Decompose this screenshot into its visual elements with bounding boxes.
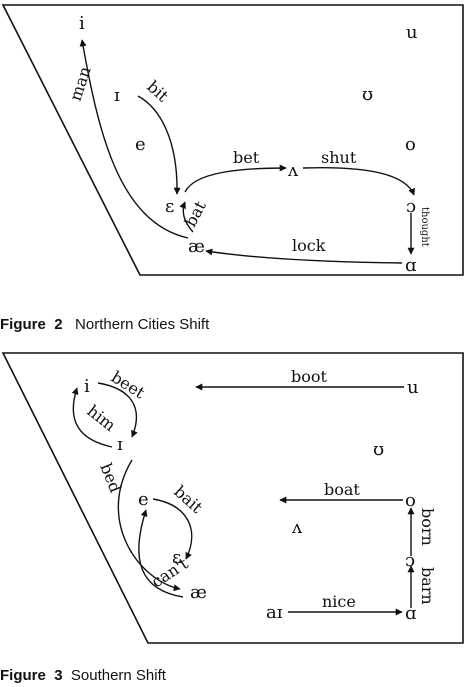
vowel-eh: ɛ (165, 196, 174, 217)
vowel-u: u (406, 22, 418, 43)
label-boat: boat (324, 480, 360, 499)
figure-3-number: 3 (54, 667, 63, 684)
figure-2-diagram: i u ɪ ʊ e o ɛ ʌ ɔ æ ɑ man bit bet shut b… (1, 4, 464, 276)
label-bit: bit (143, 77, 172, 106)
vowel-space-frame (1, 4, 464, 276)
vowel-o: o (405, 134, 416, 155)
vowel-open-o: ɔ (406, 196, 416, 217)
vowel-wedge: ʌ (291, 517, 303, 538)
label-thought: thought (419, 207, 430, 247)
vowel-uh: ʊ (362, 84, 373, 105)
figure-2-number: 2 (54, 316, 63, 333)
figure-3-diagram: i u ɪ ʊ e o ʌ ɛ ɔ æ aɪ ɑ beet him boot b… (1, 352, 464, 644)
vowel-space-frame (1, 352, 464, 644)
figure-3-title: Southern Shift (70, 667, 166, 684)
arrow-man (79, 39, 189, 239)
label-boot: boot (291, 367, 328, 386)
vowel-e: e (138, 489, 149, 510)
vowel-o: o (405, 490, 416, 511)
vowel-e: e (135, 134, 146, 155)
label-bet: bet (233, 148, 260, 167)
arrow-cant (138, 509, 184, 598)
arrow-bed (117, 459, 181, 592)
label-bed: bed (96, 460, 125, 495)
arrow-beet (97, 382, 138, 438)
vowel-ih: ɪ (114, 85, 120, 106)
vowel-ah: ɑ (405, 603, 417, 624)
figure-2-title: Northern Cities Shift (75, 316, 210, 333)
vowel-ae: æ (188, 236, 205, 257)
vowel-eh: ɛ (172, 547, 181, 568)
label-born: born (418, 508, 437, 546)
figure-2-label: Figure (0, 316, 46, 333)
vowel-i: i (84, 376, 90, 397)
figure-3-label: Figure (0, 667, 46, 684)
label-nice: nice (322, 592, 356, 611)
arrow-shut (302, 166, 415, 196)
vowel-open-o: ɔ (405, 550, 415, 571)
label-barn: barn (418, 567, 437, 605)
vowel-ih: ɪ (117, 434, 123, 455)
label-bait: bait (170, 482, 206, 517)
vowel-ah: ɑ (405, 255, 417, 276)
vowel-uh: ʊ (373, 439, 384, 460)
vowel-i: i (79, 13, 85, 34)
vowel-ae: æ (190, 582, 207, 603)
arrow-bat (179, 201, 194, 233)
label-lock: lock (292, 236, 326, 255)
arrow-lock (205, 248, 403, 264)
figure-2-caption: Figure 2 Northern Cities Shift (0, 316, 209, 333)
arrow-him (71, 387, 113, 448)
vowel-wedge: ʌ (287, 160, 299, 181)
figure-3-caption: Figure 3 Southern Shift (0, 667, 166, 684)
arrow-bait (152, 498, 193, 560)
arrow-bit (137, 95, 181, 195)
arrow-bet (184, 164, 287, 193)
label-shut: shut (321, 148, 357, 167)
vowel-ai: aɪ (266, 602, 283, 623)
label-him: him (84, 401, 120, 435)
vowel-u: u (407, 377, 419, 398)
